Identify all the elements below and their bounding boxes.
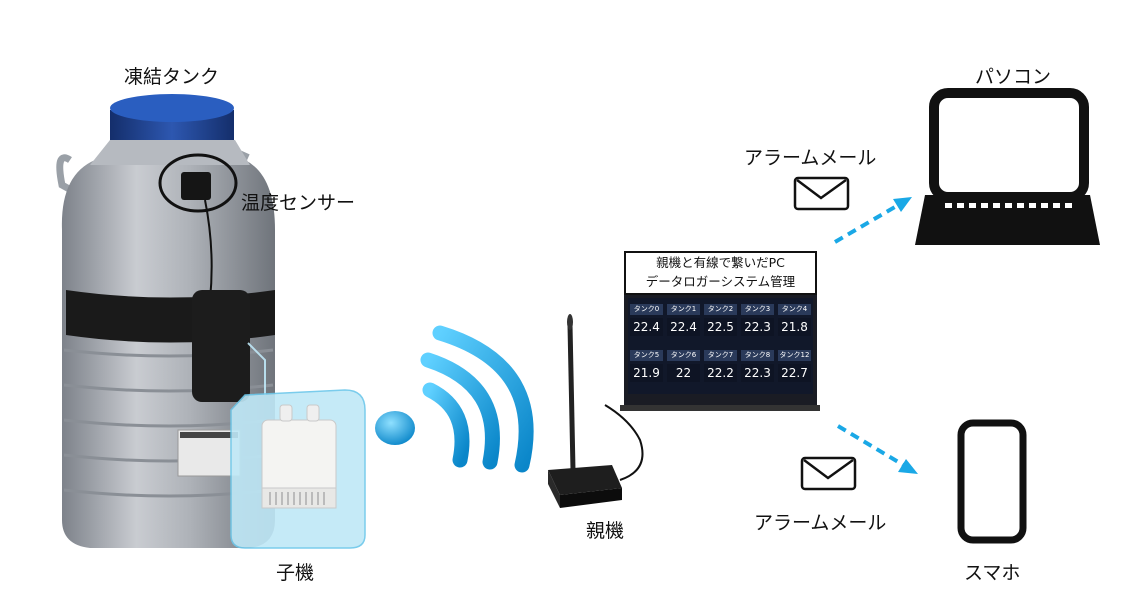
arrow-to-pc [833,197,912,244]
monitor-caption: 親機と有線で繋いだPC データロガーシステム管理 [624,251,817,295]
tank-cell: タンク6 22 [667,350,700,392]
tank-cell-name: タンク7 [704,350,737,361]
alarm-mail-label-bottom: アラームメール [754,512,887,534]
parent-device-label: 親機 [586,520,625,542]
monitor-dashboard: タンク0 22.4 タンク1 22.4 タンク2 22.5 タンク3 22.3 … [628,300,812,394]
temperature-sensor [158,153,238,301]
sensor-pouch [192,290,250,402]
tank-cell-name: タンク12 [778,350,811,361]
tank-cell-value: 22.4 [630,318,663,336]
tank-cell: タンク5 21.9 [630,350,663,392]
tank-cell: タンク12 22.7 [778,350,811,392]
tank-cell-name: タンク6 [667,350,700,361]
tank-cell-name: タンク2 [704,304,737,315]
router-icon [548,314,644,508]
tank-cell-value: 22.2 [704,364,737,382]
tank-cell-value: 22.4 [667,318,700,336]
tank-cell: タンク3 22.3 [741,304,774,346]
monitor-caption-line1: 親機と有線で繋いだPC [656,255,785,270]
tank-cell-value: 22.3 [741,364,774,382]
envelope-icon [800,456,857,491]
child-device-label: 子機 [276,562,315,584]
tank-cell: タンク4 21.8 [778,304,811,346]
tank-cell-name: タンク5 [630,350,663,361]
tank-cell-value: 22.5 [704,318,737,336]
tank-cell-name: タンク3 [741,304,774,315]
tank-cell: タンク0 22.4 [630,304,663,346]
tank-cell-value: 22.7 [778,364,811,382]
laptop-icon [915,88,1100,245]
envelope-icon [793,176,850,211]
tank-cell-name: タンク0 [630,304,663,315]
pc-label: パソコン [975,66,1052,88]
tank-cell-value: 21.8 [778,318,811,336]
child-device [230,389,366,549]
tank-cell-name: タンク8 [741,350,774,361]
smartphone-label: スマホ [964,562,1021,584]
tank-cell-name: タンク1 [667,304,700,315]
tank-cell: タンク2 22.5 [704,304,737,346]
tank-cell: タンク1 22.4 [667,304,700,346]
tank-cell-value: 22 [667,364,700,382]
arrow-to-phone [836,424,918,474]
smartphone-icon [957,419,1027,544]
tank-cell: タンク7 22.2 [704,350,737,392]
sensor-label: 温度センサー [241,192,356,214]
monitor-caption-line2: データロガーシステム管理 [645,274,796,289]
tank-cell-value: 21.9 [630,364,663,382]
alarm-mail-label-top: アラームメール [744,147,877,169]
tank-label: 凍結タンク [124,66,220,88]
tank-cell-name: タンク4 [778,304,811,315]
wifi-waves-icon [375,325,534,473]
tank-cell: タンク8 22.3 [741,350,774,392]
tank-cell-value: 22.3 [741,318,774,336]
